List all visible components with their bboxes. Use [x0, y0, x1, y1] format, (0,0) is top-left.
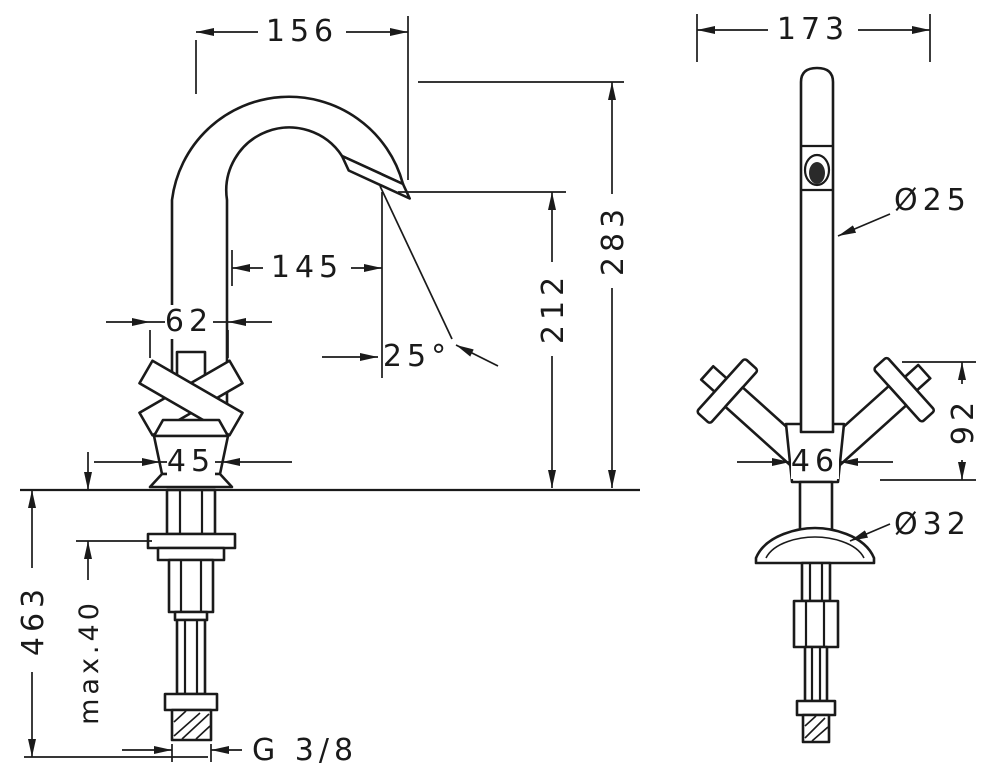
supply-block: [792, 599, 840, 649]
labels: 156 283 212 145 62 25° 45 463 max.40 G 3…: [10, 12, 981, 768]
supply-tubes: [175, 618, 207, 696]
spout-pipe: [799, 66, 835, 434]
supply-block: [167, 558, 215, 614]
dim-label-145: 145: [271, 250, 343, 285]
mounting-nut: [156, 546, 226, 562]
dimension-dia25: [837, 213, 891, 237]
dim-label-212: 212: [536, 272, 571, 344]
thread-nipple: [170, 708, 213, 742]
base-dome: [754, 526, 876, 565]
dim-label-62: 62: [165, 304, 213, 339]
dimension-g38: [122, 744, 242, 762]
left-view-side-elevation: [20, 95, 640, 742]
dimension-max40: [76, 452, 152, 580]
connector-nut: [163, 692, 219, 712]
aerator-tip: [340, 154, 411, 200]
dim-label-46: 46: [791, 444, 839, 479]
dim-label-173: 173: [777, 12, 849, 47]
supply-tubes: [803, 645, 829, 703]
neck: [798, 480, 834, 532]
spout-outlet: [803, 153, 831, 187]
angle-25-annotation: [322, 185, 499, 378]
dim-label-dia32: Ø32: [894, 507, 971, 542]
spout-outlet-hole: [809, 162, 825, 184]
dim-label-463: 463: [16, 584, 51, 656]
dim-label-g38: G 3/8: [252, 733, 358, 768]
handle-arm: [138, 359, 244, 437]
right-view-front-elevation: [696, 66, 936, 744]
bonnet: [152, 418, 230, 438]
dim-label-dia25: Ø25: [894, 183, 971, 218]
shank: [165, 488, 217, 536]
dim-label-283: 283: [596, 204, 631, 276]
dim-label-max40: max.40: [74, 599, 105, 725]
dimension-dia32: [849, 523, 891, 542]
dim-label-156: 156: [266, 14, 338, 49]
connector-nut: [795, 699, 837, 717]
dim-label-92: 92: [946, 397, 981, 445]
dim-label-25deg: 25°: [383, 339, 451, 374]
mounting-washer: [146, 532, 237, 550]
shank: [800, 561, 832, 603]
dim-label-45: 45: [167, 444, 215, 479]
